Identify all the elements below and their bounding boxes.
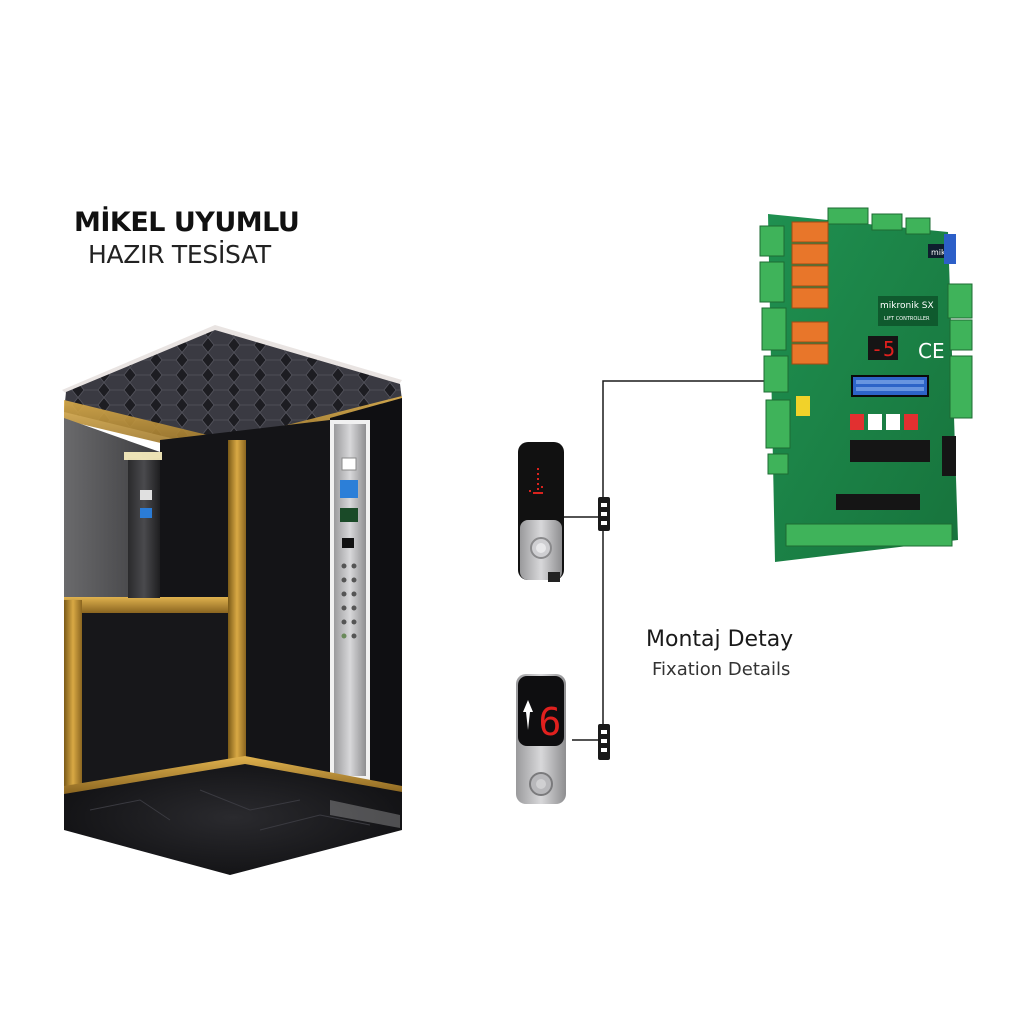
seven-seg-value: -5 (871, 337, 895, 361)
logo-text: mik-el (931, 248, 956, 257)
warning-sticker (796, 396, 810, 416)
wiring (563, 380, 765, 741)
blue-connector (944, 234, 956, 264)
far-cop-panel (128, 458, 160, 598)
wire-controller (602, 380, 765, 740)
terminal-blocks-top (827, 207, 931, 235)
ceiling-cover (62, 325, 402, 395)
ic-chip (850, 440, 930, 462)
board-buttons (850, 414, 918, 430)
terminal-blocks-right (947, 283, 973, 419)
terminal-blocks-bottom (785, 523, 953, 547)
montaj-subtitle: Fixation Details (652, 659, 791, 680)
seven-seg-display (868, 336, 898, 360)
ce-mark: CE (918, 339, 945, 363)
cop-screen (340, 480, 358, 498)
floor-veins (89, 789, 371, 831)
floor (64, 760, 402, 875)
left-gold-rail (64, 597, 246, 613)
far-cop-display (140, 490, 152, 500)
elevator-cabin (62, 325, 402, 875)
cop-key (342, 538, 354, 548)
left-gold-edge (64, 600, 82, 790)
montaj-title: Montaj Detay (646, 627, 794, 652)
far-cop-screen (140, 508, 152, 518)
cabin-indicator-panel: 6 (516, 674, 566, 804)
brand-name: mikronik SX (880, 301, 934, 311)
lcd-screen (851, 375, 929, 397)
brand-plate (878, 296, 938, 326)
landing-call-panel (518, 442, 564, 582)
floor-digit: 6 (539, 700, 562, 744)
cop-card-reader (340, 508, 358, 522)
direction-arrow-icon (523, 700, 533, 730)
floor-reflection (330, 800, 400, 828)
connector-top (598, 497, 610, 531)
heading-title: MİKEL UYUMLU (74, 207, 300, 238)
heading-subtitle: HAZIR TESİSAT (88, 240, 271, 269)
side-connector (942, 436, 956, 476)
left-wall-lower (64, 600, 245, 790)
ic-chip-2 (836, 494, 920, 510)
brand-model: LIFT CONTROLLER (884, 316, 930, 322)
far-cop-light (124, 452, 162, 460)
connector-bottom (598, 724, 610, 760)
lift-controller-board: mikronik SX LIFT CONTROLLER mik-el -5 CE (759, 207, 973, 562)
cop-buttons (341, 563, 357, 639)
floor-gold-edge (64, 756, 402, 794)
terminal-blocks-left (759, 225, 791, 475)
dot-matrix-display (529, 468, 543, 494)
cop-panel (334, 424, 366, 776)
center-gold-post (228, 440, 246, 760)
relays (791, 221, 829, 365)
cop-indicator (341, 457, 357, 471)
